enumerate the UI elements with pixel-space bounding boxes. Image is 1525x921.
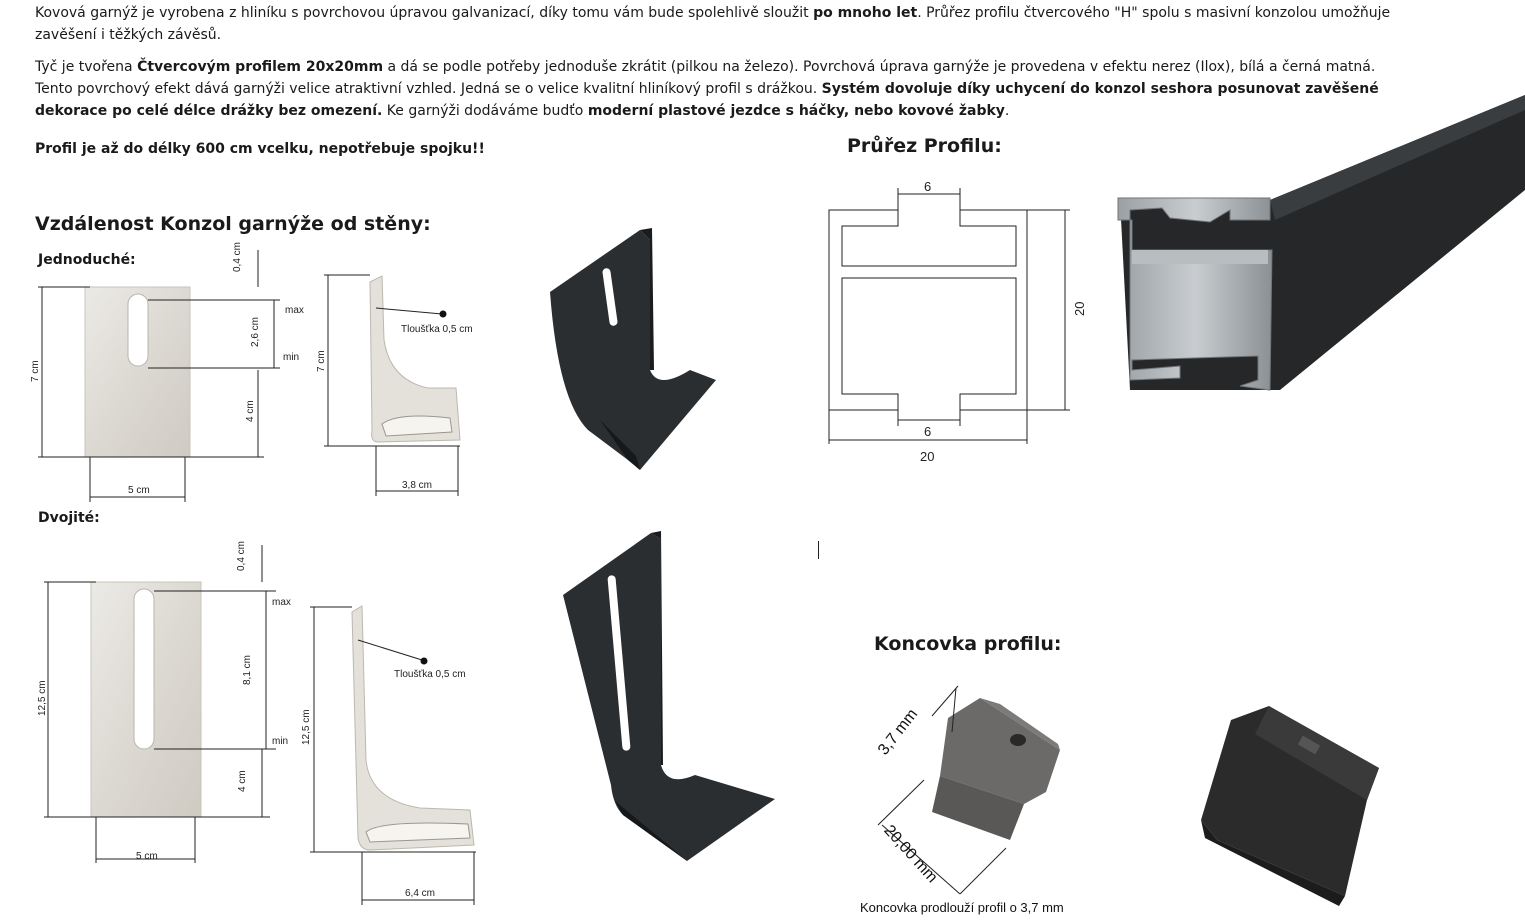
single-min-label: min <box>283 352 300 363</box>
double-bottom-label: 4 cm <box>237 770 248 792</box>
double-width-label: 5 cm <box>136 851 158 862</box>
single-max-label: max <box>285 305 304 316</box>
profile-width-label: 20 <box>920 449 935 464</box>
double-bracket-side-diagram <box>310 605 476 905</box>
intro-paragraph-1: Kovová garnýž je vyrobena z hliníku s po… <box>35 5 1391 43</box>
text-cursor <box>818 541 819 559</box>
double-top-gap-label: 0,4 cm <box>236 540 247 571</box>
profile-height-label: 20 <box>1072 301 1087 316</box>
profile-3d-image <box>1117 95 1525 391</box>
double-depth-label: 6,4 cm <box>405 888 436 899</box>
single-top-gap-label: 0,4 cm <box>232 241 243 272</box>
single-bracket-label: Jednoduché: <box>38 252 136 268</box>
single-height-label: 7 cm <box>30 360 41 382</box>
single-black-bracket-image <box>550 228 716 470</box>
single-bracket-side-diagram <box>324 274 461 496</box>
double-slot-label: 8,1 cm <box>242 654 253 685</box>
endcap-caption: Koncovka prodlouží profil o 3,7 mm <box>860 900 1064 915</box>
double-bracket-label: Dvojité: <box>38 510 100 526</box>
single-slot-label: 2,6 cm <box>250 316 261 347</box>
bracket-distance-title: Vzdálenost Konzol garnýže od stěny: <box>35 213 431 235</box>
double-black-bracket-image <box>563 531 775 861</box>
single-side-height-label: 7 cm <box>316 350 327 372</box>
single-depth-label: 3,8 cm <box>402 480 433 491</box>
single-thickness-label: Tloušťka 0,5 cm <box>401 324 473 335</box>
single-bottom-label: 4 cm <box>245 400 256 422</box>
profile-bottom-slot-label: 6 <box>924 424 932 439</box>
endcap-title: Koncovka profilu: <box>874 633 1062 655</box>
profile-top-slot-label: 6 <box>924 179 932 194</box>
double-side-height-label: 12,5 cm <box>301 709 312 745</box>
double-min-label: min <box>272 736 289 747</box>
profile-length-note: Profil je až do délky 600 cm vcelku, nep… <box>35 141 485 157</box>
double-bracket-front-diagram <box>44 545 276 863</box>
double-thickness-label: Tloušťka 0,5 cm <box>394 669 466 680</box>
double-max-label: max <box>272 597 291 608</box>
profile-cross-section-diagram <box>828 188 1070 444</box>
endcap-black-image <box>1201 706 1379 906</box>
profile-section-title: Průřez Profilu: <box>847 135 1002 157</box>
intro-paragraph-2: Tyč je tvořena Čtvercovým profilem 20x20… <box>35 59 1379 119</box>
double-height-label: 12,5 cm <box>37 680 48 716</box>
single-bracket-front-diagram <box>38 250 280 502</box>
single-width-label: 5 cm <box>128 485 150 496</box>
endcap-diagram <box>877 685 1060 895</box>
